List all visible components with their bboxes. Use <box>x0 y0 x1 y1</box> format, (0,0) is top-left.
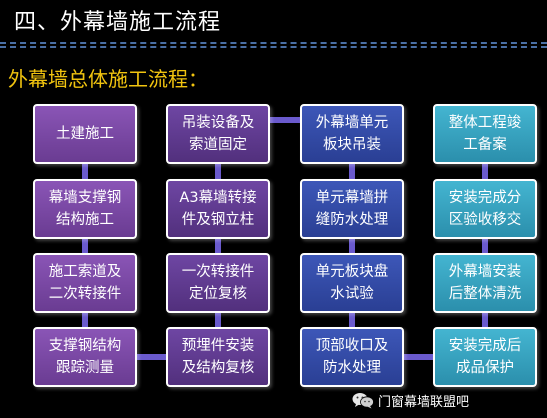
flow-step-product-protection: 安装完成后 成品保护 <box>433 327 537 387</box>
watermark: 门窗幕墙联盟吧 <box>352 391 469 410</box>
flow-step-unit-hoisting: 外幕墙单元 板块吊装 <box>300 104 404 164</box>
flow-step-construction: 土建施工 <box>33 104 137 164</box>
divider-line <box>0 42 547 44</box>
flow-step-joint-waterproof: 单元幕墙拼 缝防水处理 <box>300 179 404 239</box>
flow-step-a3-connector: A3幕墙转接 件及钢立柱 <box>166 179 270 239</box>
divider-line-2 <box>0 46 547 48</box>
wechat-icon <box>352 392 374 409</box>
section-subtitle: 外幕墙总体施工流程： <box>8 67 208 91</box>
flow-step-cleaning: 外幕墙安装 后整体清洗 <box>433 253 537 313</box>
watermark-text: 门窗幕墙联盟吧 <box>378 395 470 410</box>
flow-step-support-steel: 幕墙支撑钢 结构施工 <box>33 179 137 239</box>
flow-step-primary-connector: 一次转接件 定位复核 <box>166 253 270 313</box>
flow-step-hoisting-equipment: 吊装设备及 索道固定 <box>166 104 270 164</box>
flow-step-water-test: 单元板块盘 水试验 <box>300 253 404 313</box>
flow-step-cableway: 施工索道及 二次转接件 <box>33 253 137 313</box>
flow-step-top-closure: 顶部收口及 防水处理 <box>300 327 404 387</box>
flow-step-embedded-parts: 预埋件安装 及结构复核 <box>166 327 270 387</box>
flow-step-zone-acceptance: 安装完成分 区验收移交 <box>433 179 537 239</box>
flow-step-tracking-survey: 支撑钢结构 跟踪测量 <box>33 327 137 387</box>
flow-step-completion-filing: 整体工程竣 工备案 <box>433 104 537 164</box>
page-title: 四、外幕墙施工流程 <box>14 10 222 35</box>
